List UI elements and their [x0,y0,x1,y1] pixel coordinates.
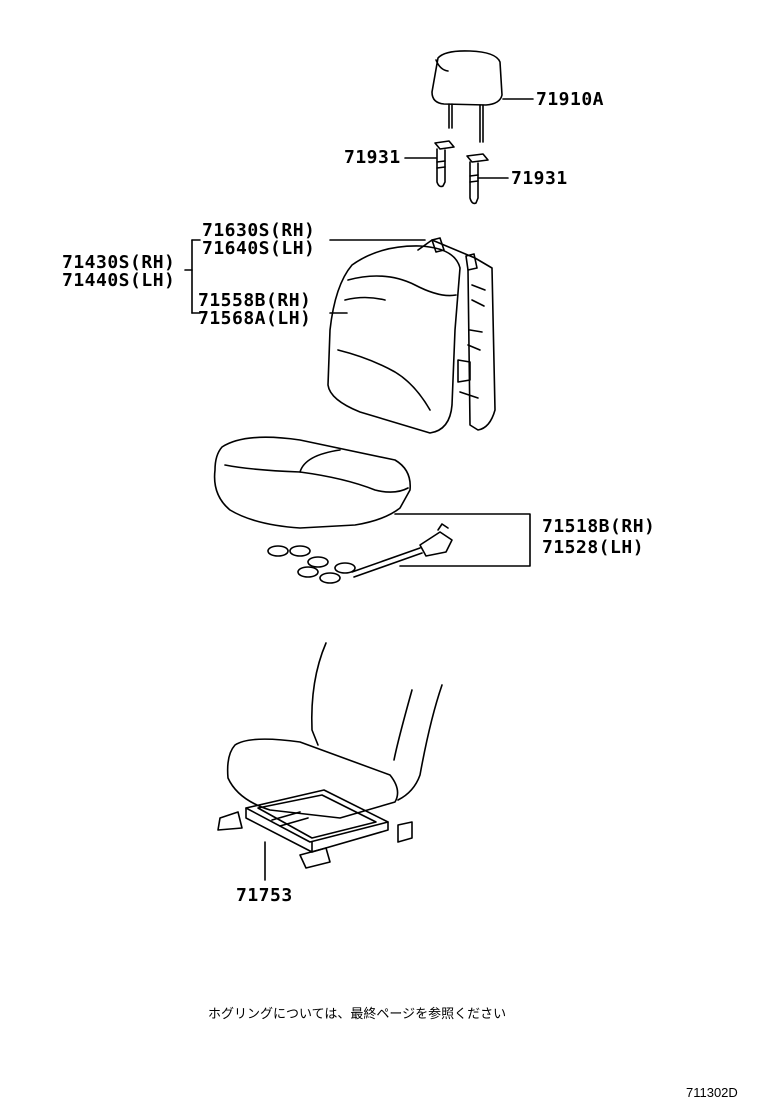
label-back-cover-lh: 71640S(LH) [202,238,316,259]
footnote: ホグリングについては、最終ページを参照ください [208,1007,507,1022]
headrest-illustration [431,50,503,143]
seat-adjuster-illustration [217,642,443,869]
label-back-pad-rh: 71558B(RH) [198,290,312,311]
cushion-wire-illustration [267,523,453,584]
headrest-support-left-illustration [434,140,455,188]
label-back-pad-lh: 71568A(LH) [198,308,312,329]
leader-cushion [394,513,531,567]
diagram-code: 711302D [686,1085,738,1100]
label-back-cover-rh: 71630S(RH) [202,220,316,241]
label-adjuster: 71753 [236,885,293,906]
label-cushion-rh: 71518B(RH) [542,516,656,537]
back-assy-bracket [184,239,201,314]
seat-cushion-illustration [213,436,412,529]
label-headrest-support-left: 71931 [344,147,401,168]
label-cushion-lh: 71528(LH) [542,537,645,558]
seat-back-illustration [327,237,496,434]
label-headrest-support-right: 71931 [511,168,568,189]
headrest-support-right-illustration [466,153,489,205]
label-back-assy-lh: 71440S(LH) [62,270,176,291]
label-headrest: 71910A [536,89,605,110]
label-back-assy-rh: 71430S(RH) [62,252,176,273]
